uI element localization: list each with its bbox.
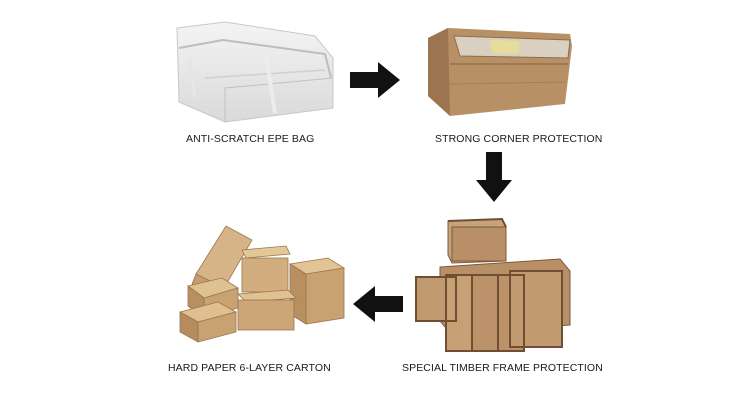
bagged-sofa-image xyxy=(176,21,334,123)
step-corner-protection xyxy=(420,24,580,119)
step-epe-bag xyxy=(165,18,340,128)
timber-crates-image xyxy=(415,217,571,352)
step-label-carton: HARD PAPER 6-LAYER CARTON xyxy=(168,362,331,374)
arrow-down-icon xyxy=(476,152,512,202)
cardboard-wrapped-sofa-image xyxy=(428,28,572,116)
step-label-timber-frame: SPECIAL TIMBER FRAME PROTECTION xyxy=(402,362,603,374)
step-label-epe-bag: ANTI-SCRATCH EPE BAG xyxy=(186,133,315,145)
arrow-right-icon xyxy=(350,62,400,98)
carton-boxes-image xyxy=(178,225,346,343)
step-timber-frame xyxy=(410,215,575,360)
arrow-left-icon xyxy=(353,286,403,322)
step-carton xyxy=(176,220,351,345)
step-label-corner-protection: STRONG CORNER PROTECTION xyxy=(435,133,603,145)
